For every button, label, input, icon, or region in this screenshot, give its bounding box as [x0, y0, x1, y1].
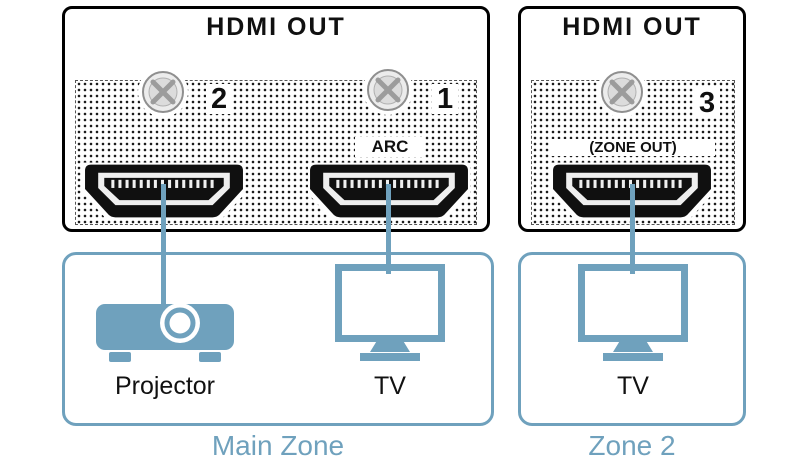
tv-icon [578, 264, 688, 364]
connection-line-tv-main [386, 184, 391, 274]
zone-out-label: (ZONE OUT) [551, 139, 715, 156]
hdmi-port-2-number: 2 [206, 84, 233, 114]
projector-label: Projector [114, 372, 216, 400]
screw-icon [137, 66, 189, 118]
hdmi-port-1-number: 1 [432, 84, 459, 114]
arc-label: ARC [355, 137, 425, 157]
connection-line-projector [161, 184, 166, 306]
main-zone-label: Main Zone [211, 430, 345, 461]
connection-line-tv-zone2 [630, 184, 635, 274]
screw-icon [596, 66, 648, 118]
tv-label-zone2: TV [617, 372, 649, 400]
tv-icon [335, 264, 445, 364]
zone2-label: Zone 2 [588, 430, 676, 461]
hdmi-port-3-number: 3 [694, 88, 721, 118]
hdmi-out-title-zone2: HDMI OUT [562, 13, 702, 41]
screw-icon [362, 64, 414, 116]
tv-label-main: TV [374, 372, 406, 400]
hdmi-out-title-main: HDMI OUT [206, 13, 346, 41]
